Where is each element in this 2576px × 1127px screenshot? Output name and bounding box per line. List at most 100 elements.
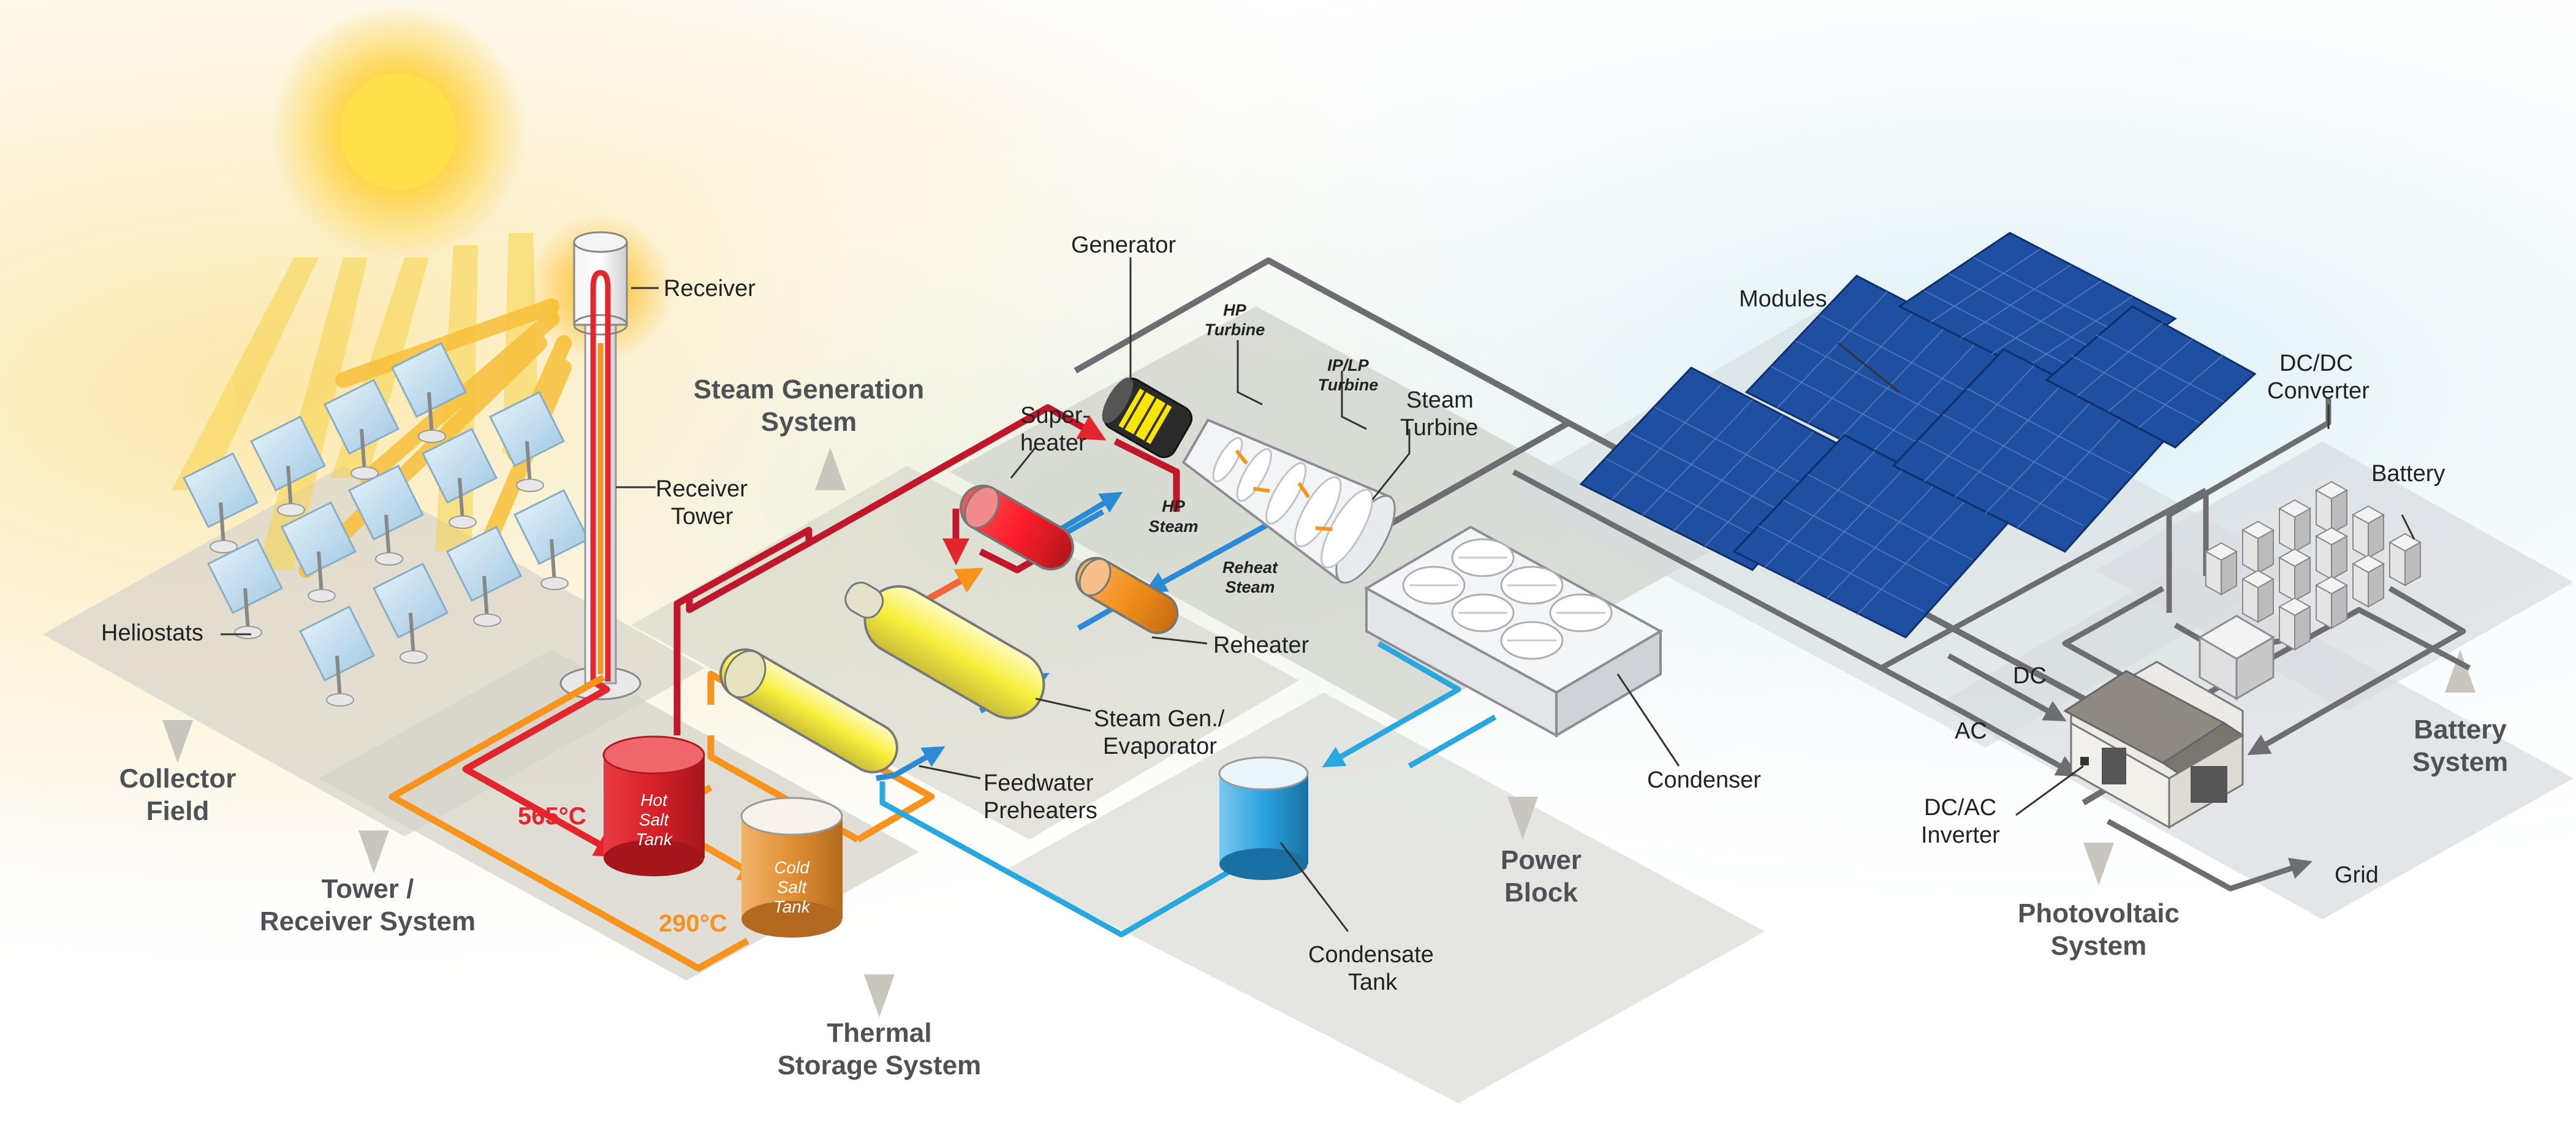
- battery-unit: [2314, 526, 2349, 580]
- hot-tank-label-3: Tank: [635, 830, 673, 849]
- battery-unit: [2278, 499, 2312, 553]
- label-reheater: Reheater: [1213, 632, 1309, 658]
- pv-module-array: [1579, 232, 2257, 639]
- label-steam-gen-2: Evaporator: [1103, 734, 1217, 759]
- battery-unit: [2278, 548, 2312, 602]
- label-feedwater-2: Preheaters: [983, 798, 1097, 824]
- system-power-block-1: Power: [1501, 845, 1582, 875]
- label-condenser: Condenser: [1647, 767, 1761, 793]
- inverter-house: [2063, 661, 2245, 829]
- battery-unit: [2351, 505, 2385, 559]
- battery-unit: [2278, 597, 2312, 651]
- heliostat: [421, 427, 498, 529]
- system-thermal-storage-2: Storage System: [778, 1050, 982, 1080]
- heliostat: [280, 501, 357, 602]
- label-hp-steam-2: Steam: [1148, 517, 1198, 536]
- feedwater-preheater: [719, 648, 898, 773]
- label-heliostats: Heliostats: [101, 620, 203, 646]
- system-photovoltaic-1: Photovoltaic: [2018, 898, 2180, 928]
- cold-tank-label-3: Tank: [773, 897, 811, 916]
- steam-turbine: [1181, 418, 1396, 584]
- label-hp-steam-1: HP: [1162, 497, 1185, 515]
- label-inverter-1: DC/AC: [1924, 795, 1996, 821]
- label-superheater-2: heater: [1020, 430, 1086, 456]
- hot-salt-piping: [462, 404, 1180, 857]
- label-steam-turbine-2: Turbine: [1400, 415, 1478, 441]
- label-condensate-tank-1: Condensate: [1308, 942, 1434, 968]
- label-grid: Grid: [2335, 862, 2379, 888]
- receiver: [573, 241, 628, 326]
- battery-unit: [2388, 533, 2422, 586]
- label-iplp-turbine-1: IP/LP: [1327, 356, 1369, 374]
- heliostat: [298, 605, 376, 707]
- battery-bank: [2204, 480, 2422, 651]
- system-photovoltaic-2: System: [2051, 931, 2147, 961]
- condensate-tank: [1218, 756, 1309, 880]
- label-hot-temp: 565°C: [518, 803, 586, 830]
- label-modules: Modules: [1739, 286, 1827, 312]
- system-steam-generation-1: Steam Generation: [694, 374, 925, 404]
- system-power-block-2: Block: [1504, 878, 1578, 908]
- label-hp-turbine-2: Turbine: [1205, 321, 1265, 339]
- heliostat: [445, 525, 523, 627]
- heliostat: [323, 378, 400, 480]
- battery-unit: [2314, 575, 2349, 629]
- leader-lines: [221, 257, 2415, 932]
- battery-unit: [2351, 554, 2385, 608]
- label-hp-turbine-1: HP: [1223, 301, 1246, 319]
- steam-generator-evaporator: [844, 582, 1045, 719]
- battery-unit: [2241, 569, 2275, 623]
- hot-salt-tank: Hot Salt Tank: [602, 735, 705, 876]
- system-battery-2: System: [2412, 747, 2509, 777]
- label-receiver-tower-1: Receiver: [656, 476, 748, 502]
- label-condensate-tank-2: Tank: [1348, 970, 1398, 995]
- hot-tank-label-2: Salt: [639, 810, 669, 829]
- label-steam-turbine-1: Steam: [1406, 387, 1474, 413]
- label-receiver: Receiver: [664, 276, 756, 302]
- system-pointer-triangles: [162, 447, 2476, 1017]
- label-generator: Generator: [1071, 232, 1176, 258]
- label-iplp-turbine-2: Turbine: [1318, 376, 1379, 394]
- superheater: [960, 484, 1074, 571]
- label-ac: AC: [1955, 718, 1987, 744]
- dcdc-converter: [2198, 615, 2275, 700]
- system-tower-receiver-2: Receiver System: [260, 906, 475, 936]
- battery-unit: [2314, 480, 2349, 534]
- label-inverter-2: Inverter: [1921, 822, 2000, 848]
- heliostat: [347, 464, 425, 566]
- heliostat: [488, 390, 566, 492]
- cold-tank-label-1: Cold: [774, 858, 810, 877]
- system-battery-1: Battery: [2414, 715, 2507, 745]
- system-tower-receiver-1: Tower /: [322, 874, 414, 904]
- cold-salt-tank: Cold Salt Tank: [740, 797, 843, 938]
- label-cold-temp: 290°C: [659, 910, 727, 937]
- reheater: [1075, 556, 1179, 634]
- battery-unit: [2204, 542, 2238, 596]
- system-thermal-storage-1: Thermal: [827, 1018, 931, 1048]
- heliostat-field: [182, 341, 590, 707]
- heliostat: [372, 562, 449, 664]
- component-labels: Receiver Receiver Tower Heliostats Gener…: [101, 232, 2445, 995]
- heliostat: [513, 488, 590, 590]
- system-labels: Collector Field Tower / Receiver System …: [119, 374, 2509, 1080]
- system-collector-field-1: Collector: [119, 764, 237, 794]
- system-steam-generation-2: System: [761, 407, 857, 437]
- heliostat: [206, 537, 284, 639]
- pv-module: [2045, 305, 2257, 449]
- generator: [1102, 378, 1193, 458]
- label-superheater-1: Super-: [1020, 403, 1090, 428]
- label-reheat-steam-1: Reheat: [1222, 558, 1278, 577]
- condenser: [1363, 525, 1664, 738]
- label-dcdc-2: Converter: [2267, 378, 2370, 404]
- label-steam-gen-1: Steam Gen./: [1094, 706, 1225, 732]
- heliostat: [390, 341, 468, 443]
- label-receiver-tower-2: Tower: [671, 504, 733, 529]
- label-feedwater-1: Feedwater: [983, 770, 1094, 796]
- heliostat: [182, 452, 259, 553]
- label-dc: DC: [2013, 663, 2047, 689]
- battery-unit: [2241, 520, 2275, 574]
- cold-tank-label-2: Salt: [777, 878, 807, 897]
- label-reheat-steam-2: Steam: [1225, 578, 1275, 596]
